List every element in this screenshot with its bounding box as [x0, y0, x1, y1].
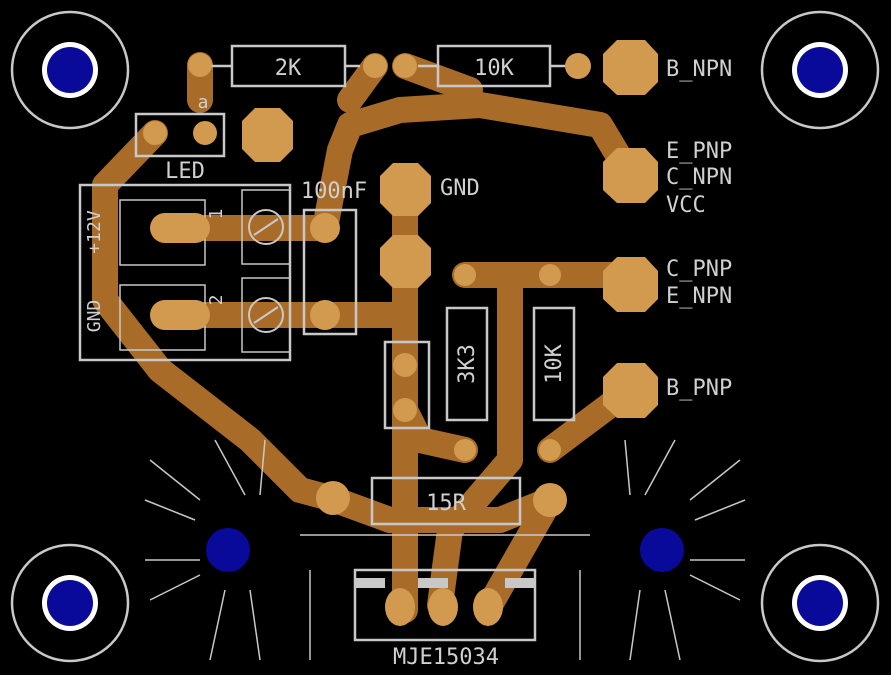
pad-b-pnp [603, 363, 658, 418]
led-pin-label: a [198, 92, 209, 113]
pad-ic-3 [473, 588, 503, 626]
heatsink-outline [144, 439, 746, 661]
pad-r15r-left [316, 481, 350, 515]
capacitor-100nf: 100nF [301, 179, 367, 336]
pad-jumper-1 [393, 353, 417, 377]
pad-labels: GND B_NPN E_PNP C_NPN VCC C_PNP E_NPN B_… [440, 57, 732, 401]
mounting-holes [10, 10, 880, 663]
pad-r10k-right-top [539, 264, 561, 286]
c-pnp-label: C_PNP [666, 257, 732, 282]
pad-led-k [143, 121, 167, 145]
e-npn-label: E_NPN [666, 284, 732, 309]
pad-ic-1 [385, 588, 415, 626]
pad-r15r-right [533, 483, 567, 517]
resistor-10k-top-label: 10K [474, 56, 514, 81]
mounting-hole-br [760, 543, 880, 663]
mounting-hole-tr [760, 10, 880, 130]
terminal-pin1-number: 1 [206, 209, 227, 220]
resistor-10k-right: 10K [532, 306, 576, 422]
pad-c-pnp [603, 257, 658, 312]
capacitor-label: 100nF [301, 179, 367, 204]
trace-vcc [312, 92, 643, 241]
pad-led-a2 [193, 121, 217, 145]
pad-b-npn [603, 40, 658, 95]
resistor-15r-label: 15R [426, 491, 466, 516]
led: LED a [134, 92, 226, 184]
b-pnp-label: B_PNP [666, 376, 732, 401]
pad-terminal-2 [150, 300, 210, 330]
resistor-3k3-label: 3K3 [455, 344, 480, 384]
resistor-2k: 2K [210, 44, 360, 88]
gnd-label: GND [440, 176, 480, 201]
trace-ic-pin3 [477, 487, 563, 618]
b-npn-label: B_NPN [666, 57, 732, 82]
resistor-15r: 15R [370, 476, 522, 526]
screw-terminal: +12V GND 1 2 [78, 183, 292, 362]
terminal-pin2-net: GND [84, 300, 105, 333]
pad-r3k3-bottom [454, 439, 476, 461]
heatsink-hole-right [640, 528, 684, 572]
connector-pads [242, 40, 658, 418]
trace-15r [317, 485, 563, 533]
resistor-10k-right-label: 10K [542, 343, 567, 383]
pad-led-a [188, 53, 212, 77]
round-pads [143, 53, 591, 626]
c-npn-label: C_NPN [666, 165, 732, 190]
pad-r3k3-top [454, 264, 476, 286]
pad-r2k-b [363, 54, 387, 78]
pad-cap-1 [310, 213, 340, 243]
pad-r10k-right-bottom [539, 439, 561, 461]
resistor-2k-label: 2K [275, 56, 302, 81]
jumper-outline [383, 340, 431, 430]
pad-r10k-b [565, 53, 591, 79]
terminal-pin2-number: 2 [206, 295, 227, 306]
pad-gnd-top [380, 163, 431, 216]
transistor-ic: MJE15034 [353, 568, 537, 670]
resistor-3k3: 3K3 [445, 306, 489, 422]
pad-cap-2 [310, 300, 340, 330]
pad-ic-2 [428, 588, 458, 626]
pad-jumper-2 [393, 398, 417, 422]
led-label: LED [165, 159, 205, 184]
pad-led-side [242, 108, 293, 162]
vcc-label: VCC [666, 193, 706, 218]
pad-r10k-a [393, 54, 417, 78]
terminal-pin1-net: +12V [84, 210, 105, 254]
pad-gnd-bottom [380, 235, 431, 288]
mounting-hole-tl [10, 10, 130, 130]
trace-cpnp [427, 262, 523, 618]
e-pnp-label: E_PNP [666, 139, 732, 164]
mounting-hole-bl [10, 543, 130, 663]
pad-e-pnp [603, 148, 658, 203]
pad-terminal-1 [150, 213, 210, 243]
ic-label: MJE15034 [393, 645, 499, 670]
heatsink-hole-left [206, 528, 250, 572]
